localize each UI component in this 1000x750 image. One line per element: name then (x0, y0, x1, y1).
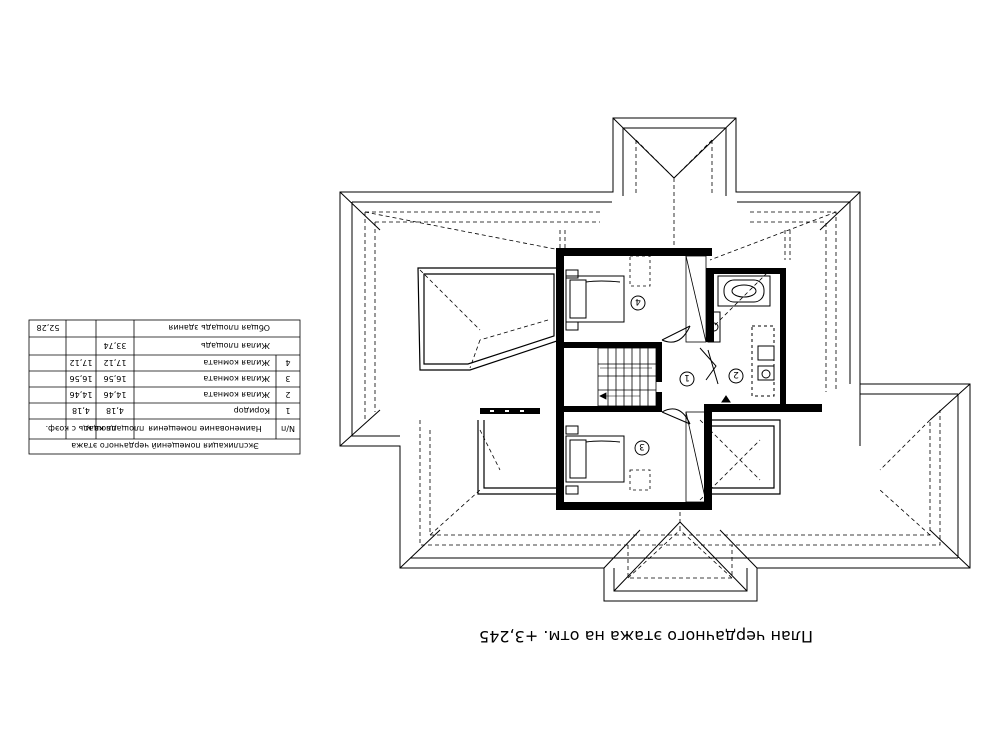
svg-text:33,74: 33,74 (104, 341, 127, 350)
explication-table: Экспликация помещений чердачного этажа N… (28, 319, 301, 455)
table-row: 1 Коридор 4,18 4,18 (72, 406, 290, 415)
svg-text:4: 4 (285, 358, 290, 367)
roof-outline (339, 117, 971, 602)
svg-text:4: 4 (635, 296, 641, 306)
svg-text:4,18: 4,18 (72, 406, 90, 415)
svg-text:3: 3 (285, 374, 290, 383)
header-name: Наименование помещения (148, 424, 262, 433)
table-row: 3 Жилая комната 16,56 16,56 (70, 374, 291, 383)
svg-text:52,28: 52,28 (37, 323, 60, 332)
header-area-coef: площадь с коэф. (46, 424, 117, 433)
svg-text:3: 3 (639, 441, 645, 451)
svg-text:14,46: 14,46 (104, 390, 127, 399)
roof-dashed-lines (364, 139, 941, 579)
svg-text:Коридор: Коридор (234, 406, 270, 415)
svg-text:4,18: 4,18 (106, 406, 124, 415)
table-row: 4 Жилая комната 17,12 17,12 (70, 358, 291, 367)
bed-room-3 (565, 425, 625, 495)
table-row-living-area: Жилая площадь 33,74 (104, 341, 270, 350)
svg-text:1: 1 (684, 372, 690, 382)
table-row: 2 Жилая комната 14,46 14,46 (70, 390, 291, 399)
staircase (597, 347, 657, 407)
svg-text:Общая площадь здания: Общая площадь здания (168, 323, 270, 332)
bed-room-4 (565, 269, 625, 331)
svg-text:16,56: 16,56 (70, 374, 93, 383)
header-area: площадь кв.м (86, 424, 145, 433)
header-num: N/п (281, 424, 295, 433)
table-row-total-area: Общая площадь здания 52,28 (37, 323, 270, 332)
svg-text:2: 2 (285, 390, 290, 399)
svg-text:17,12: 17,12 (104, 358, 127, 367)
room-marker-3: 3 (634, 440, 650, 456)
svg-text:2: 2 (733, 369, 739, 379)
bathroom-fixtures (707, 275, 775, 397)
explication-title: Экспликация помещений чердачного этажа (71, 441, 259, 450)
svg-text:1: 1 (285, 406, 290, 415)
plan-title: План чердачного этажа на отм. +3,245 (479, 627, 813, 646)
svg-text:Жилая комната: Жилая комната (203, 390, 270, 399)
room-marker-1: 1 (679, 371, 695, 387)
svg-text:17,12: 17,12 (70, 358, 93, 367)
room-marker-2: 2 (728, 368, 744, 384)
svg-text:Жилая комната: Жилая комната (203, 374, 270, 383)
doors (661, 325, 731, 425)
walls (480, 248, 822, 510)
room-marker-4: 4 (630, 295, 646, 311)
room-markers: 1 2 3 4 (630, 295, 744, 456)
svg-text:16,56: 16,56 (104, 374, 127, 383)
svg-text:Жилая комната: Жилая комната (203, 358, 270, 367)
svg-text:Жилая площадь: Жилая площадь (201, 341, 270, 350)
low-walls (417, 267, 781, 495)
svg-text:14,46: 14,46 (70, 390, 93, 399)
wardrobes (629, 255, 707, 503)
